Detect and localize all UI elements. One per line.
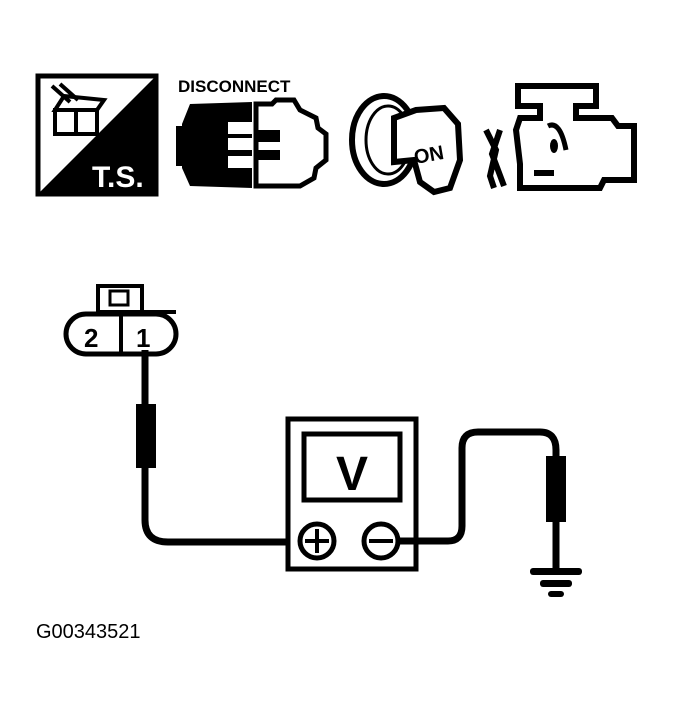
connector-disconnect-icon: DISCONNECT [176, 77, 329, 189]
figure-id: G00343521 [36, 621, 141, 643]
volt-label: V [336, 448, 368, 501]
engine-off-icon [483, 83, 637, 191]
positive-terminal-icon [297, 521, 337, 561]
on-label: ON [412, 142, 445, 169]
ground-symbol-icon [530, 568, 582, 597]
voltmeter: V [285, 416, 419, 572]
positive-test-lead [136, 350, 300, 546]
ts-label: T.S. [92, 161, 144, 194]
troubleshooting-icon: T.S. [35, 73, 159, 197]
negative-test-lead [398, 428, 566, 570]
pin-1-label: 1 [136, 323, 150, 353]
ignition-key-on-icon: ON [349, 93, 464, 196]
disconnect-label: DISCONNECT [178, 77, 291, 96]
pin-2-label: 2 [84, 323, 98, 353]
harness-connector: 2 1 [63, 284, 179, 357]
negative-terminal-icon [361, 521, 401, 561]
